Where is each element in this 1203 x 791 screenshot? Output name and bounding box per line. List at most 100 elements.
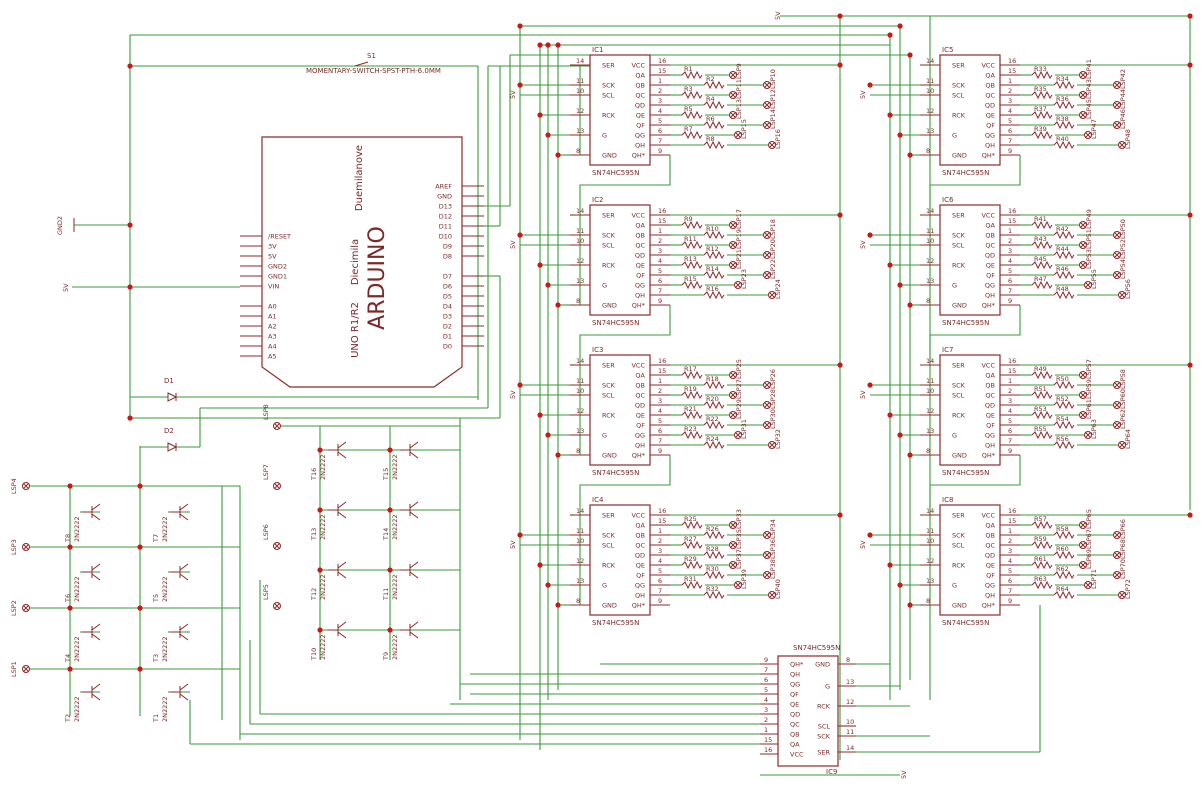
ic-pin-name: G — [602, 582, 607, 590]
speaker-terminal-mark — [1114, 102, 1120, 108]
resistor — [703, 420, 725, 430]
speaker-terminal — [768, 591, 776, 599]
speaker-terminal-mark — [735, 432, 741, 438]
arduino-pin-label: GND — [437, 193, 452, 201]
shift-register-ic5: IC5SN74HC595N14SER11SCK10SCL12RCK13G8GND… — [859, 46, 1132, 177]
ic-pin-number: 7 — [1008, 437, 1012, 445]
shift-register-ic4: IC4SN74HC595N14SER11SCK10SCL12RCK13G8GND… — [509, 496, 782, 627]
ic-pin-number: 6 — [1008, 427, 1012, 435]
ic-pin-name: QH* — [982, 452, 996, 460]
ic-pin-number: 4 — [1008, 257, 1012, 265]
speaker-terminal — [763, 101, 771, 109]
ic-pin-name: G — [602, 132, 607, 140]
transistor-ref: T16 — [310, 468, 318, 481]
speaker-ref: LSP21 — [735, 249, 743, 269]
junction-dot — [67, 483, 73, 489]
transistor-emitter — [337, 451, 347, 459]
speaker-terminal — [273, 602, 281, 610]
ic-pin-number: 5 — [1008, 567, 1012, 575]
resistor — [1031, 580, 1053, 590]
junction-dot — [837, 362, 843, 368]
junction-layer — [67, 13, 1193, 672]
ic-pin-number: 2 — [658, 537, 662, 545]
junction-dot — [555, 452, 561, 458]
speaker-terminal-mark — [274, 543, 280, 549]
ic-pin-name: QE — [986, 412, 995, 420]
transistor-collector — [337, 501, 347, 509]
speaker-terminal — [729, 241, 737, 249]
led-symbol — [167, 392, 178, 402]
speaker-ref: LSP9 — [735, 63, 743, 79]
ic-pin-name: QF — [636, 122, 645, 130]
ic-pin-name: QF — [986, 122, 995, 130]
speaker-terminal-mark — [730, 522, 736, 528]
five-volt-label: 5V — [509, 390, 517, 399]
ic-pin-name: SCK — [602, 82, 616, 90]
resistor-ref: R50 — [1056, 375, 1069, 383]
wire — [929, 455, 1021, 515]
transistor-collector — [91, 563, 101, 571]
transistor-emitter — [337, 571, 347, 579]
ic-body — [589, 354, 651, 466]
speaker-terminal — [763, 531, 771, 539]
ic-pin-number: 3 — [658, 547, 662, 555]
ic-pin-number: 13 — [926, 127, 934, 135]
ic-pin-name: QH* — [632, 302, 646, 310]
speaker-ref: LSP35 — [735, 529, 743, 549]
junction-dot — [867, 382, 873, 388]
resistor — [703, 570, 725, 580]
arduino-pin-label: D12 — [439, 213, 452, 221]
ic-pin-number: 14 — [576, 57, 584, 65]
resistor — [1053, 380, 1075, 390]
ic-pin-number: 16 — [764, 746, 772, 754]
resistor-ref: R8 — [706, 135, 715, 143]
speaker-terminal-mark — [730, 542, 736, 548]
junction-dot — [897, 582, 903, 588]
speaker-terminal — [1079, 221, 1087, 229]
ic-pin-name: SER — [952, 512, 965, 520]
speaker-ref: LSP59 — [1085, 379, 1093, 399]
ic-pin-number: 7 — [1008, 587, 1012, 595]
speaker-terminal — [1079, 541, 1087, 549]
speaker-terminal — [1113, 551, 1121, 559]
resistor-ref: R25 — [684, 515, 697, 523]
speaker-terminal-mark — [769, 442, 775, 448]
resistor — [681, 430, 703, 440]
speaker-terminal-mark — [1080, 112, 1086, 118]
ic-pin-name: SCL — [602, 392, 615, 400]
resistor — [703, 290, 725, 300]
ic-pin-name: SER — [602, 62, 615, 70]
speaker-ref: LSP28 — [769, 389, 777, 409]
ic-pin-name: G — [825, 683, 830, 691]
ic-pin-name: SCK — [952, 532, 966, 540]
speaker-terminal — [729, 111, 737, 119]
ic-pin-name: QF — [986, 572, 995, 580]
ic-pin-name: G — [952, 282, 957, 290]
resistor-ref: R3 — [684, 85, 693, 93]
speaker-terminal — [729, 371, 737, 379]
ic-pin-name: SER — [952, 62, 965, 70]
transistor-part: 2N2222 — [161, 636, 169, 662]
transistor-ref: T5 — [152, 594, 160, 603]
arduino-model-label: Duemilanove — [354, 145, 365, 211]
junction-dot — [837, 62, 843, 68]
speaker-terminal — [1079, 261, 1087, 269]
resistor-ref: R22 — [706, 415, 719, 423]
transistor-emitter — [179, 513, 189, 521]
speaker-ref: LSP58 — [1119, 369, 1127, 389]
speaker-terminal — [1079, 561, 1087, 569]
resistor-ref: R44 — [1056, 245, 1069, 253]
ic-ref-label: IC1 — [592, 46, 603, 54]
transistor-emitter — [409, 451, 419, 459]
ic-pin-name: RCK — [602, 412, 616, 420]
ic-pin-number: 4 — [1008, 107, 1012, 115]
speaker-terminal-mark — [764, 422, 770, 428]
junction-dot — [387, 567, 393, 573]
ic-pin-name: VCC — [981, 512, 995, 520]
ic-pin-number: 7 — [764, 666, 768, 674]
